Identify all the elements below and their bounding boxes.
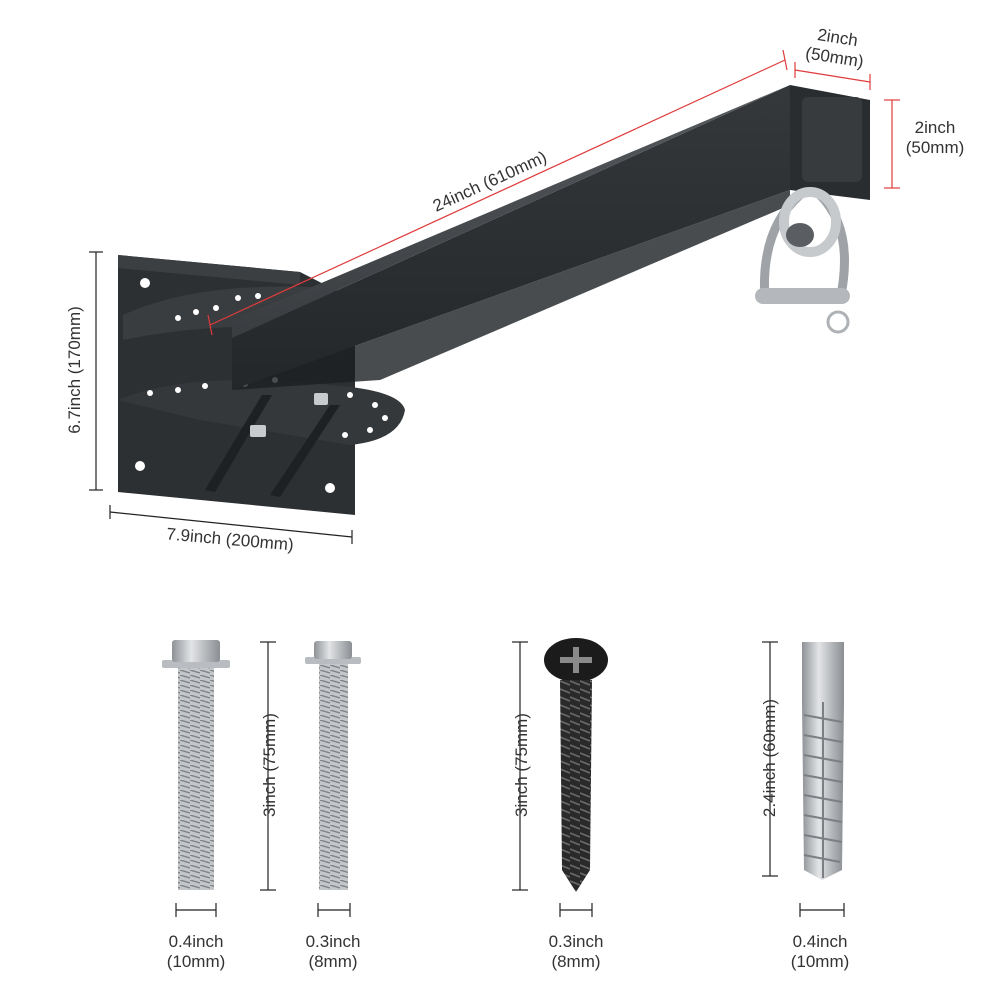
small-hex-bolt-image [305,641,361,890]
large-bolt-length-label: 3inch (75mm) [260,713,279,817]
shackle [755,187,850,334]
tube-width-line [794,69,871,83]
lag-screw-image [544,638,608,892]
arm-length-line [209,59,786,326]
lag-screw-length-label: 3inch (75mm) [512,713,531,817]
plate-height-label: 6.7inch (170mm) [65,306,84,434]
lag-screw-diameter-label: 0.3inch (8mm) [548,932,604,971]
tube-height-label: 2inch (50mm) [905,118,965,157]
large-bolt-diameter-label: 0.4inch (10mm) [166,932,226,971]
wall-anchor-diameter-label: 0.4inch (10mm) [790,932,850,971]
large-hex-bolt-image [162,640,230,890]
plate-width-line [109,511,353,538]
small-bolt-diameter-label: 0.3inch (8mm) [305,932,361,971]
wall-anchor-image [802,642,844,880]
wall-anchor-length-label: 2.4inch (60mm) [760,698,779,818]
arm-tube [232,85,870,390]
